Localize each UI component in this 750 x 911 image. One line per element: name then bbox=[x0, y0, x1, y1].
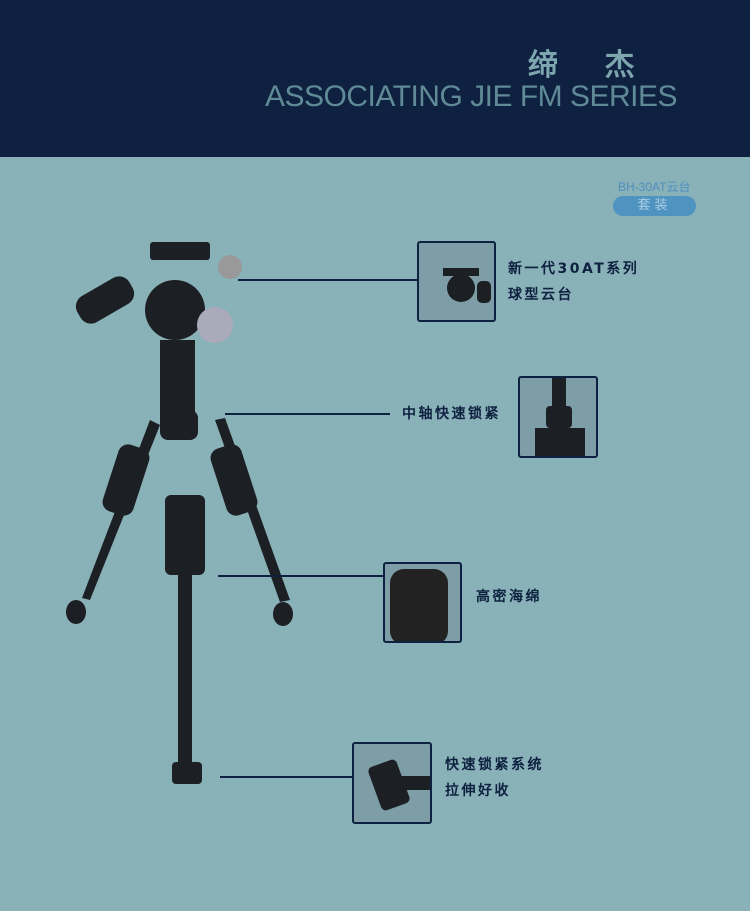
feature-text: 新一代30AT系列 bbox=[508, 261, 640, 277]
thumbnail-foam-grip bbox=[383, 562, 462, 643]
feature-label-foam: 高密海绵 bbox=[476, 584, 542, 610]
kit-badge: 套装 bbox=[613, 196, 696, 216]
feature-text: 拉伸好收 bbox=[445, 783, 511, 799]
connector-line-foam bbox=[218, 575, 383, 577]
feature-text: 快速锁紧系统 bbox=[445, 757, 544, 773]
brand-title: 缔 杰 bbox=[528, 48, 653, 83]
connector-line-column bbox=[225, 413, 390, 415]
thumbnail-leg-lock bbox=[352, 742, 432, 824]
series-title: ASSOCIATING JIE FM SERIES bbox=[265, 80, 678, 113]
thumbnail-ball-head bbox=[417, 241, 496, 322]
feature-text: 中轴快速锁紧 bbox=[402, 406, 501, 422]
tripod-image bbox=[66, 242, 293, 784]
feature-label-column: 中轴快速锁紧 bbox=[402, 401, 501, 427]
feature-label-leg-lock: 快速锁紧系统 拉伸好收 bbox=[445, 752, 544, 804]
thumbnail-column-lock bbox=[518, 376, 598, 458]
connector-line-leg-lock bbox=[220, 776, 353, 778]
header-banner: 缔 杰 ASSOCIATING JIE FM SERIES bbox=[0, 0, 750, 157]
feature-text: 高密海绵 bbox=[476, 589, 542, 605]
model-label: BH-30AT云台 bbox=[618, 180, 691, 194]
feature-text: 球型云台 bbox=[508, 287, 574, 303]
connector-line-head bbox=[238, 279, 418, 281]
feature-label-head: 新一代30AT系列 球型云台 bbox=[508, 256, 639, 308]
